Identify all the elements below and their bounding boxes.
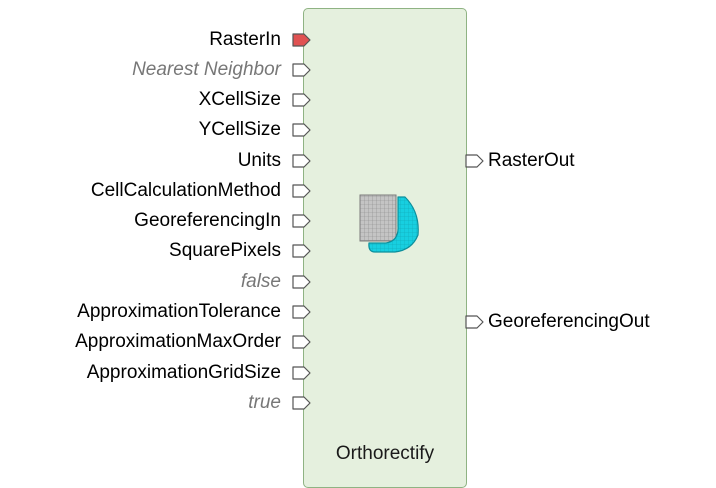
input-port-false-label: false: [240, 271, 281, 292]
input-port-approximationgridsize-label: ApproximationGridSize: [86, 362, 281, 383]
input-port-squarepixels-label: SquarePixels: [169, 240, 281, 261]
input-port-false-connector[interactable]: [292, 275, 311, 289]
output-port-georeferencingout-connector[interactable]: [465, 315, 484, 329]
input-port-rasterin-label: RasterIn: [209, 29, 281, 50]
input-port-true-label: true: [248, 392, 281, 413]
input-port-xcellsize-connector[interactable]: [292, 93, 311, 107]
input-port-units-connector[interactable]: [292, 154, 311, 168]
input-port-ycellsize-label: YCellSize: [198, 119, 281, 140]
input-port-approximationgridsize-connector[interactable]: [292, 366, 311, 380]
input-port-approximationmaxorder-label: ApproximationMaxOrder: [75, 331, 281, 352]
input-port-georeferencingin-connector[interactable]: [292, 214, 311, 228]
input-port-xcellsize-label: XCellSize: [198, 89, 281, 110]
output-port-georeferencingout-label: GeoreferencingOut: [488, 311, 650, 332]
port-overlay: [292, 33, 484, 410]
input-port-approximationtolerance-label: ApproximationTolerance: [77, 301, 281, 322]
raster-reproject-icon: [359, 194, 419, 253]
input-port-approximationtolerance-connector[interactable]: [292, 305, 311, 319]
input-port-nearest-neighbor-label: Nearest Neighbor: [132, 59, 281, 80]
input-port-cellcalculationmethod-label: CellCalculationMethod: [90, 180, 281, 201]
input-port-cellcalculationmethod-connector[interactable]: [292, 184, 311, 198]
input-port-ycellsize-connector[interactable]: [292, 123, 311, 137]
input-port-squarepixels-connector[interactable]: [292, 244, 311, 258]
node-title: Orthorectify: [335, 443, 435, 464]
input-port-nearest-neighbor-connector[interactable]: [292, 63, 311, 77]
input-port-approximationmaxorder-connector[interactable]: [292, 335, 311, 349]
output-port-rasterout-label: RasterOut: [488, 150, 575, 171]
input-port-units-label: Units: [237, 150, 281, 171]
input-port-true-connector[interactable]: [292, 396, 311, 410]
input-port-georeferencingin-label: GeoreferencingIn: [134, 210, 281, 231]
input-port-rasterin-connector[interactable]: [292, 33, 311, 47]
output-port-rasterout-connector[interactable]: [465, 154, 484, 168]
